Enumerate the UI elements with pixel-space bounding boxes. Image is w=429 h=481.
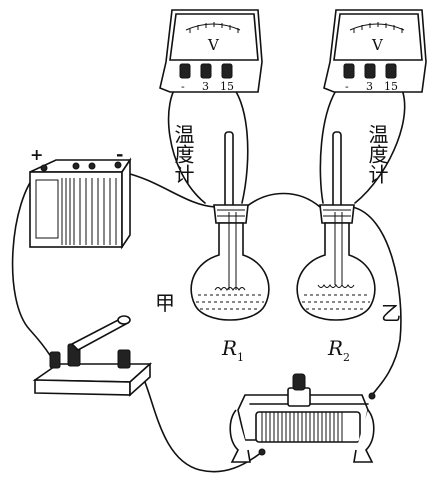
switch[interactable] — [32, 315, 153, 397]
flask-2-name: 乙 — [381, 301, 401, 325]
voltmeter-2-symbol: V — [371, 36, 384, 54]
flask-1-name: 甲 — [155, 291, 175, 315]
voltmeter-1-terminal-15: 15 — [220, 80, 234, 93]
flask-1-resistor-sub: 1 — [237, 351, 244, 364]
battery: + - — [29, 144, 132, 250]
flask-2-resistor-sub: 2 — [343, 351, 350, 364]
switch-lever[interactable] — [70, 316, 128, 351]
flask-1: 甲 R 1 — [155, 131, 270, 364]
rheostat[interactable] — [229, 373, 376, 463]
battery-positive: + — [30, 145, 43, 164]
voltmeter-1: V - 3 15 — [159, 9, 263, 93]
flask-2: 乙 R 2 — [296, 131, 401, 364]
voltmeter-2-terminal-3: 3 — [366, 80, 373, 93]
thermometer-1 — [224, 131, 234, 213]
flask-2-resistor: R — [327, 336, 343, 360]
thermometer-2 — [332, 131, 342, 213]
thermometer-1-label: 温度计 — [171, 124, 195, 184]
rheostat-slider[interactable] — [287, 387, 311, 407]
voltmeter-2-terminal-15: 15 — [384, 80, 398, 93]
voltmeter-2: V - 3 15 — [323, 9, 427, 93]
voltmeter-1-symbol: V — [207, 36, 220, 54]
voltmeter-2-terminal-neg: - — [345, 80, 349, 93]
flask-1-stopper — [213, 204, 249, 224]
flask-2-stopper — [319, 204, 355, 224]
battery-negative: - — [116, 144, 123, 165]
voltmeter-1-terminal-3: 3 — [202, 80, 209, 93]
flask-1-resistor: R — [221, 336, 237, 360]
voltmeter-1-terminal-neg: - — [181, 80, 185, 93]
thermometer-2-label: 温度计 — [365, 124, 389, 184]
